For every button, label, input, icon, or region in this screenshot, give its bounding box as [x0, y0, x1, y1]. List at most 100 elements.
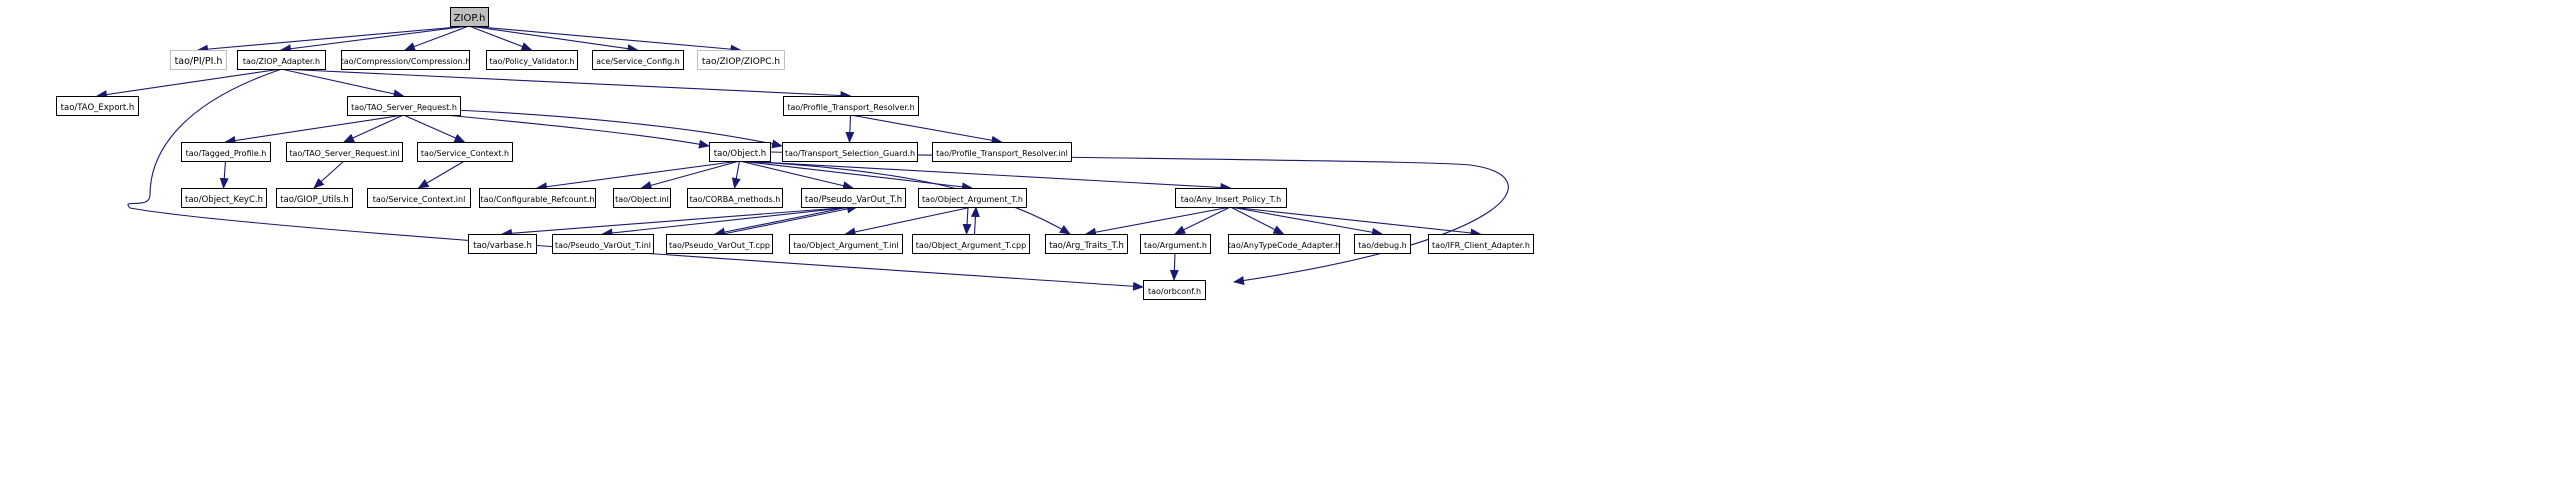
node-box — [709, 142, 771, 162]
edge-profile_transport_resolver-to-transport_selection_guard — [845, 114, 855, 143]
edge-object_argument_t_h-to-object_argument_t_cpp — [962, 206, 972, 235]
edge-any_insert_policy_t-to-argument_h — [1174, 206, 1231, 235]
node-box — [367, 188, 471, 208]
node-label: tao/Argument.h — [1144, 241, 1207, 250]
node-pseudo_varout_t_h[interactable]: tao/Pseudo_VarOut_T.h — [801, 188, 906, 208]
node-giop_utils[interactable]: tao/GIOP_Utils.h — [276, 188, 353, 208]
node-label: tao/Pseudo_VarOut_T.inl — [555, 241, 651, 250]
edge-object_h-to-pseudo_varout_t_h — [739, 160, 854, 191]
node-label: tao/TAO_Server_Request.inl — [289, 149, 399, 158]
edge-any_insert_policy_t-to-ifr_client_adapter — [1230, 206, 1482, 238]
node-box — [1428, 234, 1534, 254]
node-anytypecode_adapter[interactable]: tao/AnyTypeCode_Adapter.h — [1228, 234, 1340, 254]
node-box — [592, 50, 684, 70]
edge-any_insert_policy_t-to-anytypecode_adapter — [1230, 206, 1285, 235]
node-compression[interactable]: tao/Compression/Compression.h — [341, 50, 471, 70]
node-tao_server_request[interactable]: tao/TAO_Server_Request.h — [347, 96, 461, 116]
node-object_argument_t_cpp[interactable]: tao/Object_Argument_T.cpp — [912, 234, 1030, 254]
node-label: tao/debug.h — [1358, 241, 1406, 250]
node-label: tao/TAO_Server_Request.h — [351, 103, 457, 112]
edge-pseudo_varout_t_h-to-pseudo_varout_t_cpp — [714, 206, 850, 237]
node-box — [237, 50, 326, 70]
node-label: tao/Object_Argument_T.h — [922, 195, 1023, 204]
edge-ziop_h-to-ziopc — [468, 25, 742, 54]
node-pseudo_varout_t_cpp[interactable]: tao/Pseudo_VarOut_T.cpp — [666, 234, 773, 254]
node-box — [666, 234, 773, 254]
node-ifr_client_adapter[interactable]: tao/IFR_Client_Adapter.h — [1428, 234, 1534, 254]
node-service_config[interactable]: ace/Service_Config.h — [592, 50, 684, 70]
node-box — [1045, 234, 1128, 254]
node-tagged_profile[interactable]: tao/Tagged_Profile.h — [181, 142, 271, 162]
node-box — [181, 142, 271, 162]
node-ziop_h[interactable]: ZIOP.h — [450, 7, 489, 27]
node-label: tao/Policy_Validator.h — [489, 57, 574, 66]
node-box — [170, 50, 227, 70]
node-object_argument_t_h[interactable]: tao/Object_Argument_T.h — [918, 188, 1027, 208]
node-arg_traits_t[interactable]: tao/Arg_Traits_T.h — [1045, 234, 1128, 254]
node-label: tao/Transport_Selection_Guard.h — [785, 149, 915, 158]
edge-any_insert_policy_t-to-debug_h — [1230, 206, 1383, 237]
node-pi_h[interactable]: tao/PI/PI.h — [170, 50, 227, 70]
node-box — [918, 188, 1027, 208]
node-object_keyc[interactable]: tao/Object_KeyC.h — [181, 188, 267, 208]
node-box — [1175, 188, 1287, 208]
node-label: tao/Profile_Transport_Resolver.inl — [936, 149, 1068, 158]
node-box — [613, 188, 671, 208]
node-service_context[interactable]: tao/Service_Context.h — [417, 142, 513, 162]
node-varbase[interactable]: tao/varbase.h — [468, 234, 537, 254]
node-object_argument_t_inl[interactable]: tao/Object_Argument_T.inl — [789, 234, 903, 254]
node-profile_transport_resolver[interactable]: tao/Profile_Transport_Resolver.h — [783, 96, 919, 116]
edge-tao_server_request_inl-to-giop_utils — [313, 160, 345, 189]
edge-object_argument_t_h-to-object_argument_t_inl — [844, 206, 973, 237]
node-profile_transport_resolver_inl[interactable]: tao/Profile_Transport_Resolver.inl — [932, 142, 1072, 162]
node-configurable_refcount[interactable]: tao/Configurable_Refcount.h — [479, 188, 596, 208]
edge-ziop_h-to-compression — [404, 25, 470, 51]
edge-tao_server_request-to-service_context — [403, 114, 466, 143]
node-tao_server_request_inl[interactable]: tao/TAO_Server_Request.inl — [286, 142, 403, 162]
node-label: tao/PI/PI.h — [175, 56, 223, 67]
node-label: tao/TAO_Export.h — [61, 103, 135, 113]
node-tao_export[interactable]: tao/TAO_Export.h — [56, 96, 139, 116]
node-argument_h[interactable]: tao/Argument.h — [1140, 234, 1211, 254]
node-box — [552, 234, 654, 254]
node-label: tao/Object.inl — [615, 195, 669, 204]
edge-object_h-to-corba_methods — [731, 160, 741, 189]
node-any_insert_policy_t[interactable]: tao/Any_Insert_Policy_T.h — [1175, 188, 1287, 208]
edge-pseudo_varout_t_h-to-pseudo_varout_t_inl — [601, 206, 854, 238]
edge-object_h-to-orbconf — [769, 151, 1509, 285]
node-label: tao/ZIOP/ZIOPC.h — [702, 57, 780, 67]
node-box — [912, 234, 1030, 254]
node-box — [341, 50, 470, 70]
node-label: tao/GIOP_Utils.h — [280, 195, 349, 205]
node-debug_h[interactable]: tao/debug.h — [1354, 234, 1411, 254]
node-label: tao/Object_Argument_T.inl — [793, 241, 898, 250]
node-label: tao/Configurable_Refcount.h — [481, 195, 595, 204]
edge-profile_transport_resolver-to-profile_transport_resolver_inl — [850, 114, 1003, 145]
node-policy_validator[interactable]: tao/Policy_Validator.h — [486, 50, 578, 70]
node-object_inl[interactable]: tao/Object.inl — [613, 188, 671, 208]
node-pseudo_varout_t_inl[interactable]: tao/Pseudo_VarOut_T.inl — [552, 234, 654, 254]
edge-tagged_profile-to-object_keyc — [219, 160, 229, 189]
node-label: tao/orbconf.h — [1148, 287, 1201, 296]
node-transport_selection_guard[interactable]: tao/Transport_Selection_Guard.h — [782, 142, 918, 162]
node-service_context_inl[interactable]: tao/Service_Context.inl — [367, 188, 471, 208]
node-box — [486, 50, 578, 70]
edge-ziop_h-to-service_config — [468, 25, 639, 54]
node-ziop_adapter[interactable]: tao/ZIOP_Adapter.h — [237, 50, 326, 70]
edge-object_h-to-arg_traits_t — [739, 160, 1071, 235]
node-object_h[interactable]: tao/Object.h — [709, 142, 771, 162]
node-box — [56, 96, 139, 116]
node-label: tao/Pseudo_VarOut_T.h — [805, 195, 902, 205]
node-box — [1140, 234, 1211, 254]
node-ziopc[interactable]: tao/ZIOP/ZIOPC.h — [697, 50, 785, 70]
node-layer: ZIOP.h tao/PI/PI.h tao/ZIOP_Adapter.h tao/C… — [56, 7, 1534, 300]
edge-ziop_h-to-pi_h — [197, 25, 470, 54]
edge-tao_server_request-to-tagged_profile — [224, 114, 404, 145]
node-orbconf[interactable]: tao/orbconf.h — [1143, 280, 1206, 300]
node-label: tao/IFR_Client_Adapter.h — [1432, 241, 1530, 250]
node-box — [1143, 280, 1206, 300]
node-box — [468, 234, 537, 254]
node-corba_methods[interactable]: tao/CORBA_methods.h — [687, 188, 783, 208]
node-label: tao/Service_Context.inl — [373, 195, 466, 204]
